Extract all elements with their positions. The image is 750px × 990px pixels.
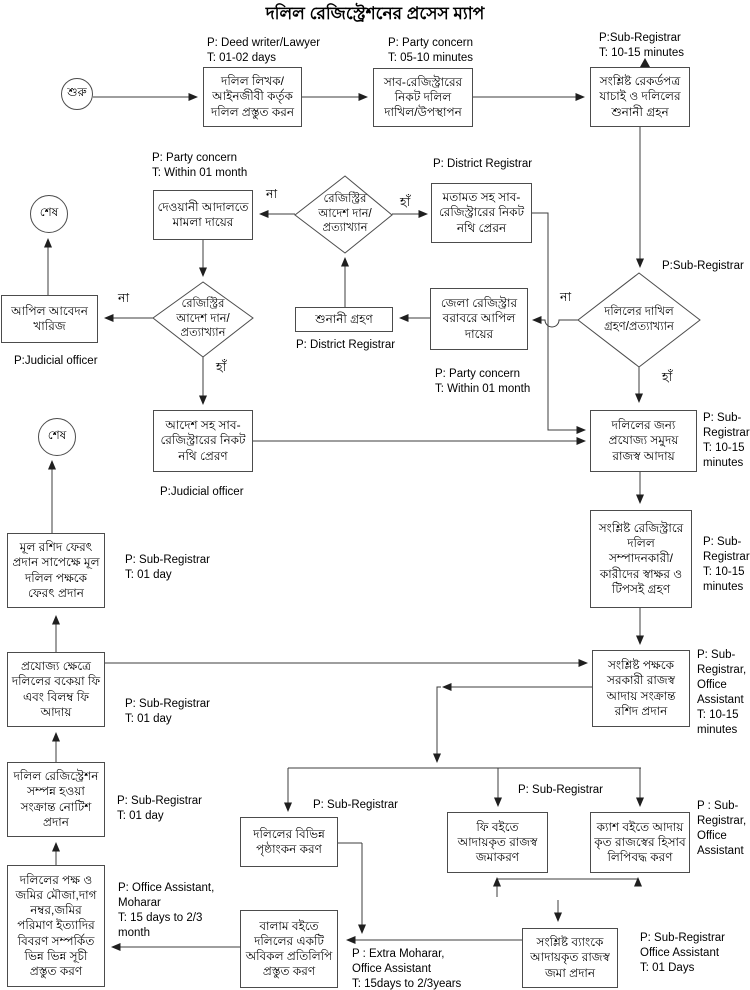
annotation-opinion-send: P: District Registrar bbox=[433, 158, 533, 170]
annotation-civil-suit: P: Party concern T: Within 01 month bbox=[152, 152, 248, 179]
decision-diamond-deed-submission bbox=[577, 272, 701, 368]
process-box-prepare-deed: দলিল লিখক/ আইনজীবী কর্তৃক দলিল প্রস্তুত … bbox=[203, 67, 302, 127]
process-box-fee-book: ফি বইতে আদায়কৃত রাজস্ব জমাকরণ bbox=[447, 812, 548, 873]
branch-label-yes-1: হাঁ bbox=[400, 195, 411, 209]
process-box-indexes: দলিলের পক্ষ ও জমির মৌজা,দাগ নম্বর,জমির প… bbox=[7, 865, 105, 987]
process-box-receipt: সংশ্লিষ্ট পক্ষকে সরকারী রাজস্ব আদায় সংক… bbox=[592, 650, 690, 727]
branch-label-no-1: না bbox=[266, 187, 278, 201]
page-title: দলিল রেজিস্ট্রেশনের প্রসেস ম্যাপ bbox=[265, 4, 485, 23]
process-box-return-deed: মূল রশিদ ফেরৎ প্রদান সাপেক্ষে মূল দলিল প… bbox=[7, 533, 105, 608]
branch-label-no-2: না bbox=[118, 291, 130, 305]
branch-label-no-3: না bbox=[560, 290, 572, 304]
process-box-signatures: সংশ্লিষ্ট রেজিস্ট্রারে দলিল সম্পাদনকারী/… bbox=[590, 510, 692, 608]
annotation-verify-records: P:Sub-Registrar T: 10-15 minutes bbox=[599, 32, 685, 59]
terminal-end-main: শেষ bbox=[38, 418, 76, 456]
process-box-revenue-collect: দলিলের জন্য প্রযোজ্য সমুদয় রাজস্ব আদায় bbox=[590, 410, 697, 472]
annotation-endorsement: P: Sub-Registrar bbox=[313, 799, 399, 811]
annotation-signatures: P: Sub- Registrar T: 10-15 minutes bbox=[703, 536, 750, 593]
annotation-due-fees: P: Sub-Registrar T: 01 day bbox=[125, 698, 211, 725]
annotation-receipt: P: Sub- Registrar, Office Assistant T: 1… bbox=[697, 649, 747, 736]
annotation-appeal-dismiss: P:Judicial officer bbox=[14, 355, 98, 367]
terminal-end-appeal: শেষ bbox=[30, 195, 68, 233]
verify-top-arrowhead bbox=[640, 58, 650, 67]
decision-label-registry-order-1: রেজিস্ট্রির আদেশ দান/ প্রত্যাখ্যান bbox=[318, 192, 372, 235]
annotation-cash-book: P : Sub- Registrar, Office Assistant bbox=[697, 800, 747, 857]
process-box-notice: দলিল রেজিস্ট্রেশন সম্পন্ন হওয়া সংক্রান্… bbox=[7, 762, 105, 837]
annotation-indexes: P: Office Assistant, Moharar T: 15 days … bbox=[118, 882, 215, 939]
terminal-start: শুরু bbox=[61, 78, 93, 110]
process-box-hearing: শুনানী গ্রহণ bbox=[295, 307, 393, 332]
annotation-deed-submission: P:Sub-Registrar bbox=[662, 260, 744, 272]
process-box-order-send: আদেশ সহ সাব- রেজিস্ট্রারের নিকট নথি প্রে… bbox=[153, 410, 253, 472]
process-box-civil-suit: দেওয়ানী আদালতে মামলা দায়ের bbox=[153, 190, 253, 240]
annotation-fee-book: P: Sub-Registrar bbox=[518, 784, 604, 796]
process-box-opinion-send: মতামত সহ সাব- রেজিস্ট্রারের নিকট নথি প্র… bbox=[431, 183, 532, 243]
process-box-verify-records: সংশ্লিষ্ট রেকর্ডপত্র যাচাই ও দলিলের শুনা… bbox=[590, 67, 690, 127]
process-box-due-fees: প্রযোজ্য ক্ষেত্রে দলিলের বকেয়া ফি এবং ব… bbox=[7, 652, 105, 727]
process-box-submit-deed: সাব-রেজিস্ট্রারের নিকট দলিল দাখিল/উপস্থা… bbox=[373, 68, 473, 127]
process-box-endorsement: দলিলের বিভিন্ন পৃষ্ঠাংকন করণ bbox=[240, 817, 338, 867]
decision-label-registry-order-2: রেজিস্ট্রির আদেশ দান/ প্রত্যাখ্যান bbox=[176, 297, 230, 340]
process-box-balam-copy: বালাম বইতে দলিলের একটি অবিকল প্রতিলিপি প… bbox=[240, 910, 338, 988]
annotation-appeal-file: P: Party concern T: Within 01 month bbox=[435, 368, 531, 395]
process-box-bank-deposit: সংশ্লিষ্ট ব্যাংকে আদায়কৃত রাজস্ব জমা প্… bbox=[522, 928, 618, 988]
annotation-prepare-deed: P: Deed writer/Lawyer T: 01-02 days bbox=[207, 37, 321, 64]
process-box-appeal-dismiss: আপিল আবেদন খারিজ bbox=[1, 295, 98, 343]
process-box-cash-book: ক্যাশ বইতে আদায় কৃত রাজস্বের হিসাব লিপি… bbox=[590, 812, 690, 873]
annotation-return-deed: P: Sub-Registrar T: 01 day bbox=[125, 554, 211, 581]
annotation-balam-copy: P : Extra Moharar, Office Assistant T: 1… bbox=[352, 948, 462, 990]
annotation-bank-deposit: P: Sub-Registrar Office Assistant T: 01 … bbox=[640, 932, 726, 974]
annotation-submit-deed: P: Party concern T: 05-10 minutes bbox=[388, 37, 474, 64]
annotation-notice: P: Sub-Registrar T: 01 day bbox=[117, 795, 203, 822]
decision-label-deed-submission: দলিলের দাখিল গ্রহণ/প্রত্যাখ্যান bbox=[604, 306, 674, 333]
annotation-hearing: P: District Registrar bbox=[296, 339, 396, 351]
annotation-revenue-collect: P: Sub- Registrar T: 10-15 minutes bbox=[703, 412, 750, 469]
decision-diamond-registry-order-1 bbox=[294, 175, 393, 254]
branch-label-yes-3: হাঁ bbox=[662, 370, 673, 384]
annotation-order-send: P:Judicial officer bbox=[160, 486, 244, 498]
decision-diamond-registry-order-2 bbox=[152, 281, 254, 358]
branch-label-yes-2: হাঁ bbox=[216, 360, 227, 374]
process-box-appeal-file: জেলা রেজিস্ট্রার বরাবরে আপিল দায়ের bbox=[430, 288, 528, 350]
